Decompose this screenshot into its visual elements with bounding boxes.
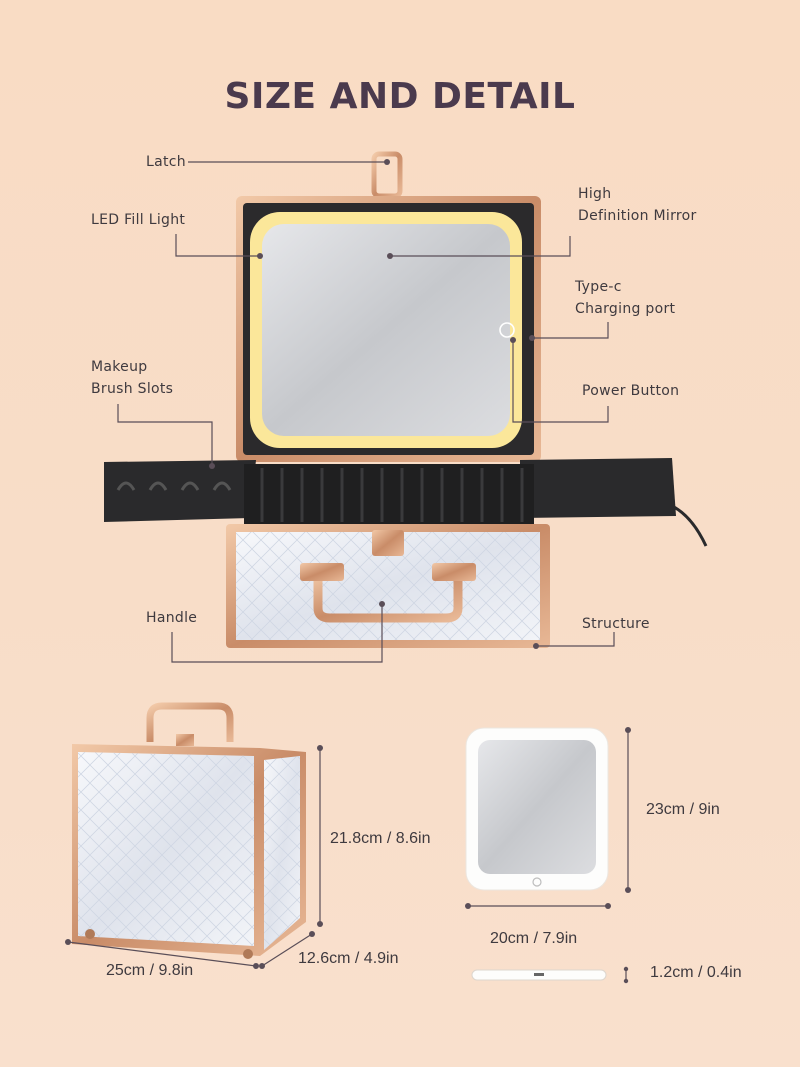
standalone-mirror [465, 727, 609, 981]
hd-mirror-label-line1: High [578, 186, 612, 202]
closed-case [72, 702, 306, 959]
hd-mirror-label-line2: Definition Mirror [578, 208, 697, 224]
typec-label-line2: Charging port [575, 301, 676, 317]
hd-mirror [262, 224, 510, 436]
open-case [104, 151, 708, 648]
power-button-icon [499, 322, 515, 338]
latch-label: Latch [146, 154, 186, 170]
callout-lines [117, 159, 615, 663]
mirror-thickness-label: 1.2cm / 0.4in [650, 964, 742, 981]
case-dimension-lines [65, 745, 323, 969]
structure-label: Structure [582, 616, 650, 632]
mirror-dimension-lines [465, 727, 631, 984]
mirror-width-label: 20cm / 7.9in [490, 930, 578, 947]
case-height-label: 21.8cm / 8.6in [330, 830, 431, 847]
brush-slots-label-line2: Brush Slots [91, 381, 174, 397]
handle-label: Handle [146, 610, 198, 626]
power-button-label: Power Button [582, 383, 680, 399]
handle-icon [313, 572, 463, 623]
right-brush-tray [520, 458, 676, 518]
mirror-height-label: 23cm / 9in [646, 801, 720, 818]
led-fill-light-label: LED Fill Light [91, 212, 186, 228]
case-depth-label: 12.6cm / 4.9in [298, 950, 399, 967]
brush-slots-label-line1: Makeup [91, 359, 148, 375]
case-width-label: 25cm / 9.8in [106, 962, 194, 979]
typec-label-line1: Type-c [575, 279, 622, 295]
page-title: SIZE AND DETAIL [224, 76, 576, 117]
left-brush-tray [104, 460, 256, 522]
